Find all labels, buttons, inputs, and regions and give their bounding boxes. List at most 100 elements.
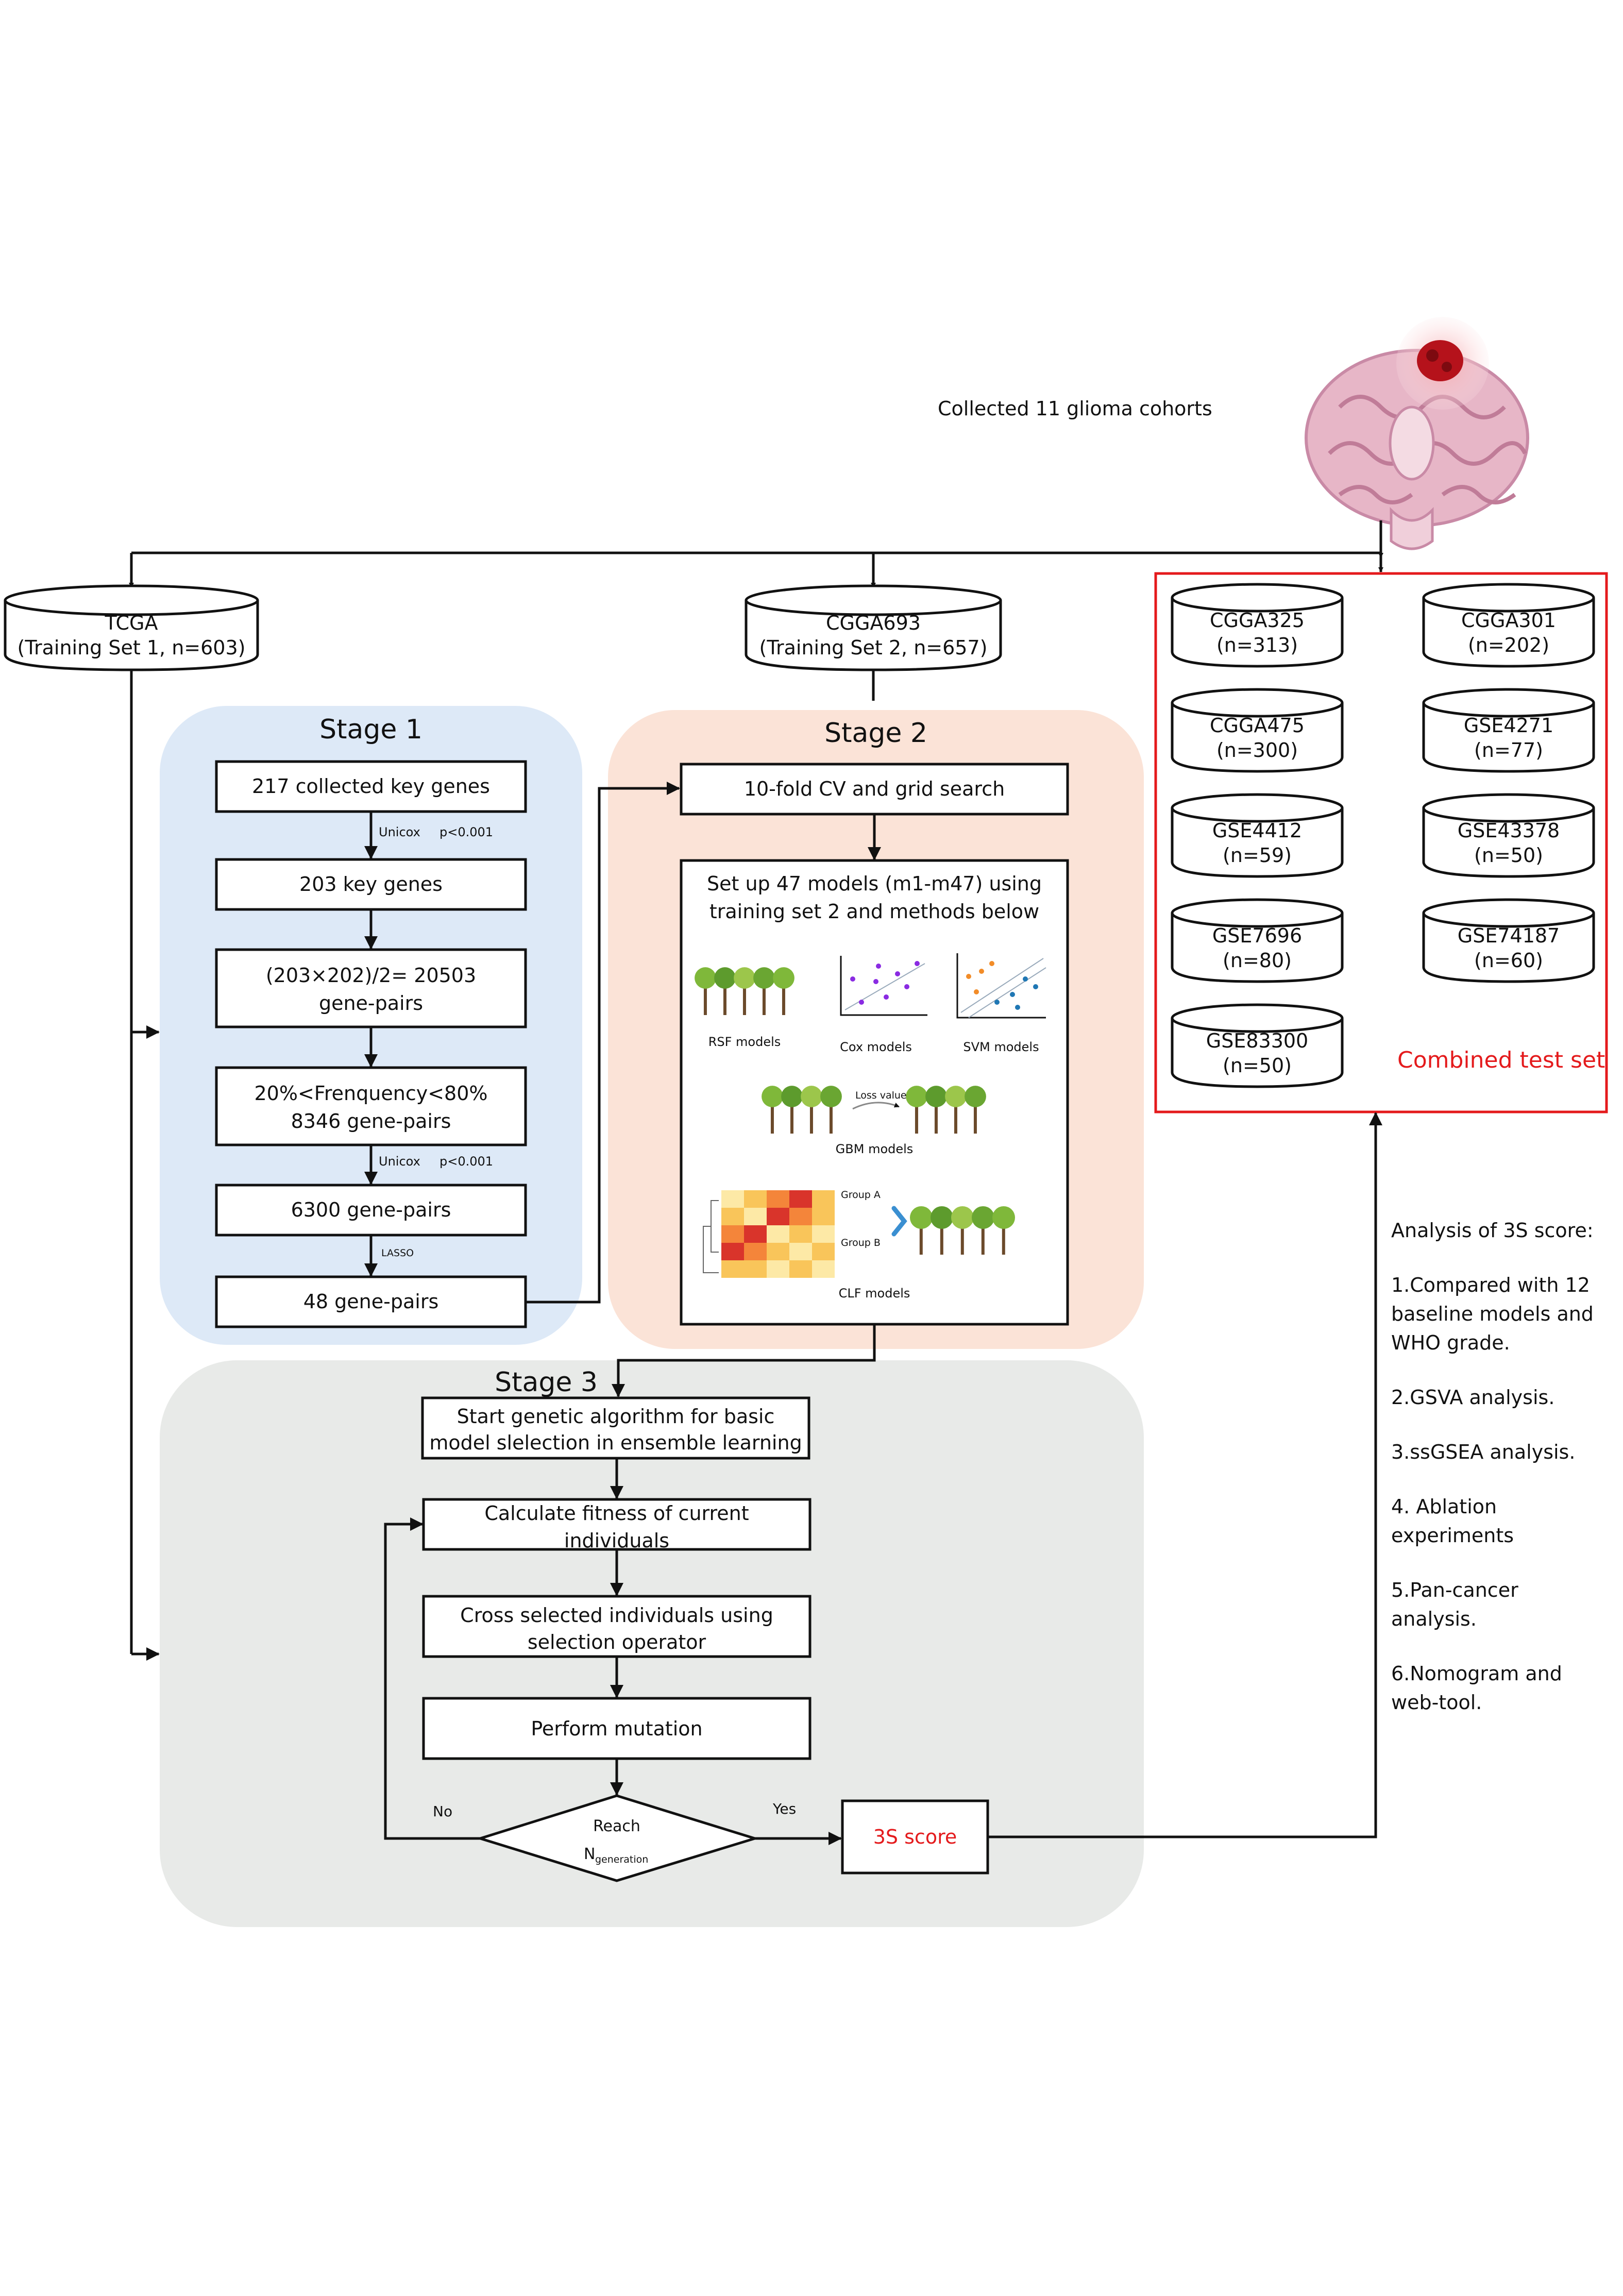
heatmap-cell [744,1243,767,1260]
test-set-database: CGGA475(n=300) [1171,688,1344,773]
tree-crown-icon [910,1206,933,1229]
test-set-name: GSE7696 [1212,924,1302,947]
arrow1-method-label: Unicox [379,825,420,839]
test-set-database: GSE43378(n=50) [1422,793,1595,878]
cv-grid-search-box [680,763,1069,816]
stage1-box-4 [215,1066,527,1146]
cross-text-1: Cross selected individuals using [460,1604,773,1627]
tree-trunk-icon [919,1224,923,1255]
gbm-forest-icon [762,1086,986,1134]
arrow5-method-label: LASSO [381,1247,414,1259]
tree-crown-icon [762,1086,783,1107]
stage1-box-3 [215,948,527,1028]
heatmap-cell [721,1190,744,1208]
clf-heatmap-icon [703,1190,1015,1278]
heatmap-cell [812,1243,835,1260]
tree-crown-icon [820,1086,842,1107]
arrow1-p-label: p<0.001 [439,825,493,839]
arrow4-p-label: p<0.001 [439,1154,493,1169]
rsf-forest-icon [695,967,794,1015]
tcga-details: (Training Set 1, n=603) [18,636,246,659]
test-set-database: GSE74187(n=60) [1422,898,1595,983]
stage1-box-3-text-1: (203×202)/2= 20503 [266,964,476,987]
heatmap-cell [812,1190,835,1208]
stage1-box-4-text-2: 8346 gene-pairs [291,1110,451,1133]
stage1-title: Stage 1 [319,714,422,745]
group-b-label: Group B [841,1237,881,1248]
analysis-item: 4. Ablation experiments [1391,1495,1514,1547]
heatmap-cell [789,1190,812,1208]
svm-plot-icon [956,953,1046,1019]
heatmap-cell [812,1208,835,1225]
stage1-box-5-text: 6300 gene-pairs [291,1198,451,1221]
test-set-name: CGGA325 [1210,609,1305,632]
test-set-size: (n=50) [1223,1054,1292,1077]
tree-trunk-icon [703,984,707,1015]
cv-grid-search-text: 10-fold CV and grid search [744,778,1005,800]
yes-label: Yes [772,1800,796,1817]
test-set-size: (n=60) [1474,949,1543,972]
heatmap-cell [721,1243,744,1260]
heatmap-cell [789,1208,812,1225]
stage1-box-6-text: 48 gene-pairs [303,1290,439,1313]
tree-crown-icon [695,967,716,989]
brain-icon [1305,317,1529,550]
tree-crown-icon [951,1206,974,1229]
decision-generation-text: generation [595,1854,648,1865]
tree-crown-icon [972,1206,994,1229]
tree-trunk-icon [829,1103,833,1134]
tree-trunk-icon [723,984,726,1015]
test-set-name: CGGA301 [1461,609,1556,632]
test-set-size: (n=202) [1468,634,1549,656]
tree-trunk-icon [782,984,785,1015]
cgga693-details: (Training Set 2, n=657) [759,636,988,659]
fitness-text-1: Calculate fitness of current [484,1502,749,1525]
heatmap-cell [767,1208,789,1225]
cox-label: Cox models [840,1040,912,1054]
tree-trunk-icon [915,1103,918,1134]
test-set-name: CGGA475 [1210,714,1305,737]
tree-crown-icon [801,1086,822,1107]
heatmap-cell [767,1190,789,1208]
test-set-database: CGGA301(n=202) [1422,583,1595,668]
tree-trunk-icon [954,1103,957,1134]
tcga-database: TCGA (Training Set 1, n=603) [4,584,259,671]
analysis-heading: Analysis of 3S score: [1391,1219,1594,1242]
heatmap-cell [744,1208,767,1225]
heatmap-cell [789,1260,812,1278]
gbm-label: GBM models [836,1142,914,1156]
analysis-item: 2.GSVA analysis. [1391,1386,1555,1409]
tree-trunk-icon [960,1224,964,1255]
tree-trunk-icon [934,1103,938,1134]
tree-crown-icon [734,967,755,989]
tree-trunk-icon [770,1103,774,1134]
test-set-size: (n=50) [1474,844,1543,867]
tree-crown-icon [992,1206,1015,1229]
test-set-database: GSE4412(n=59) [1171,793,1344,878]
test-set-databases: CGGA325(n=313)CGGA301(n=202)CGGA475(n=30… [1171,583,1595,1088]
heatmap-cell [721,1208,744,1225]
score-box [841,1799,989,1875]
tree-crown-icon [906,1086,927,1107]
mutation-box [422,1697,812,1760]
models-text-1: Set up 47 models (m1-m47) using [707,872,1042,895]
cgga693-name: CGGA693 [826,612,921,634]
tree-crown-icon [714,967,736,989]
tree-trunk-icon [1002,1224,1005,1255]
tree-trunk-icon [762,984,766,1015]
fitness-box [422,1498,812,1551]
stage1-box-6 [215,1275,527,1328]
tree-crown-icon [925,1086,947,1107]
decision-n-text: N [584,1845,595,1863]
test-set-name: GSE4271 [1464,714,1553,737]
tree-crown-icon [753,967,775,989]
test-set-name: GSE43378 [1458,819,1560,842]
test-set-name: GSE74187 [1458,924,1560,947]
mutation-text: Perform mutation [531,1717,702,1740]
decision-reach-text: Reach [593,1817,640,1835]
fitness-text-2: individuals [564,1529,669,1552]
heatmap-cell [767,1225,789,1243]
stage3-title: Stage 3 [495,1367,598,1398]
heatmap-cell [789,1225,812,1243]
heatmap-cell [721,1260,744,1278]
